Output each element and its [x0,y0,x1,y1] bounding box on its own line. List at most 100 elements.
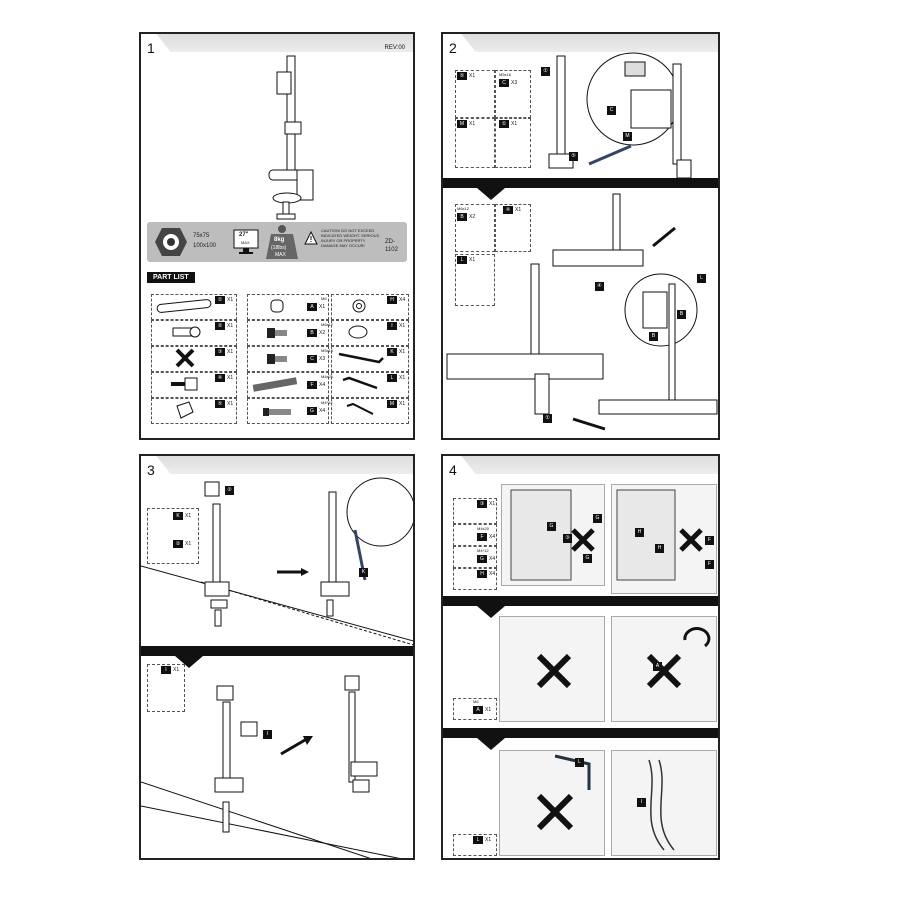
callout-badge: M [623,132,632,141]
part-qty: X4 [319,382,326,388]
part-label: K [387,348,397,356]
part-label: L [473,836,483,844]
panel-corner-tab [460,456,718,474]
part-qty: X4 [489,571,496,577]
part-cell [331,398,409,424]
callout-badge: I [637,798,646,807]
callout-badge: F [705,560,714,569]
part-label: L [457,256,467,264]
part-qty: X1 [185,513,192,519]
callout-badge: G [583,554,592,563]
callout-badge: G [593,514,602,523]
part-cell [495,204,531,252]
hex-key-icon [346,402,374,415]
part-qty: X1 [469,257,476,263]
part-qty: X1 [489,501,496,507]
part-qty: X1 [469,73,476,79]
panel-corner-tab [155,456,413,474]
part-size: M6 [473,699,479,704]
screw-icon [267,354,287,364]
part-qty: X1 [485,837,492,843]
part-qty: X2 [469,214,476,220]
hex-key-icon [342,376,378,390]
screw-icon [267,328,287,338]
part-label: C [499,79,509,87]
part-label: ④ [215,374,225,382]
part-size: M6 [321,296,327,301]
part-label: H [477,570,487,578]
part-label: ⑤ [215,400,225,408]
part-qty: X3 [511,80,518,86]
part-cell [455,118,495,168]
cable-clip-install-illustration [141,675,400,858]
part-qty: X1 [399,349,406,355]
part-qty: X3 [319,356,326,362]
part-cell [247,398,329,424]
part-cell [455,204,495,252]
part-size: M4x20 [321,374,334,379]
vesa-size-2: 100x100 [193,243,217,249]
part-cell [331,320,409,346]
panel-corner-tab [460,34,718,52]
part-label: ① [499,120,509,128]
callout-badge: I [263,730,272,739]
part-label: H [387,296,397,304]
part-qty: X1 [399,375,406,381]
part-cell [455,70,495,118]
clamp-arm-icon [172,326,201,338]
part-cell [147,664,185,712]
bolt-bracket-icon [171,377,198,391]
vesa-plate-install-illustration [510,489,703,581]
callout-badge: B [677,310,686,319]
caution-text: CAUTION! DO NOT EXCEED INDICATED WEIGHT.… [321,228,380,248]
callout-badge: ① [541,67,550,76]
part-qty: X4 [319,408,326,414]
part-qty: X1 [227,349,234,355]
part-label: M [387,400,397,408]
part-cell [453,568,497,590]
part-label: I [387,322,397,330]
part-label: ① [215,296,225,304]
short-screw-icon [263,408,291,416]
step-divider [141,646,413,668]
cable-clip-icon [348,325,368,339]
part-label: K [173,512,183,520]
part-label: C [307,355,317,363]
part-label: B [307,329,317,337]
part-label: ③ [215,348,225,356]
part-size: M6x12 [321,322,334,327]
part-label: L [387,374,397,382]
weight-lbs: (18lbs) [271,245,287,251]
part-label: B [457,213,467,221]
part-qty: X1 [227,297,234,303]
part-cell [151,320,237,346]
part-cell [455,254,495,306]
callout-badge: H [635,528,644,537]
desk-clamp-illustration [446,193,718,431]
part-cell [151,372,237,398]
callout-badge: ⑤ [569,152,578,161]
vesa-size-1: 75x75 [193,233,210,239]
callout-badge: ④ [595,282,604,291]
part-cell [151,346,237,372]
long-screw-icon [252,377,298,392]
revision-label: REV:00 [384,45,405,51]
